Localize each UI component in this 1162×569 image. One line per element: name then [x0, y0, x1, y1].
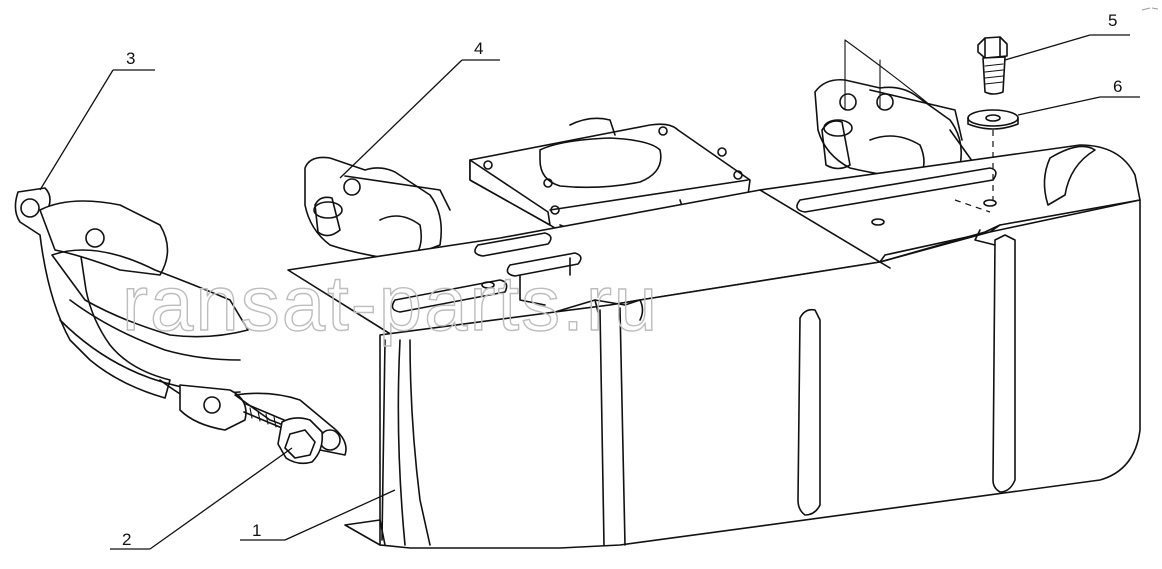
- bolt: [977, 36, 1008, 95]
- callout-3-label: 3: [126, 49, 135, 68]
- callout-2-label: 2: [122, 530, 131, 549]
- callout-5-label: 5: [1108, 11, 1117, 30]
- callout-6: 6: [1017, 77, 1140, 116]
- heat-shield: [287, 144, 1141, 549]
- assembly-axis: [954, 130, 994, 213]
- callout-6-label: 6: [1113, 77, 1122, 96]
- exhaust-manifold: [14, 39, 976, 456]
- callout-4-label: 4: [474, 39, 483, 58]
- callout-1-label: 1: [252, 521, 261, 540]
- washer: [967, 109, 1019, 130]
- callout-5: 5: [1004, 11, 1130, 61]
- callout-1: 1: [240, 489, 396, 541]
- watermark-text: ransat-parts.ru: [122, 259, 659, 347]
- corner-mark: [1141, 7, 1159, 11]
- flange-bolt: [243, 403, 324, 465]
- callout-3: 3: [39, 49, 155, 191]
- callout-4: 4: [339, 39, 500, 179]
- callout-2: 2: [110, 447, 293, 550]
